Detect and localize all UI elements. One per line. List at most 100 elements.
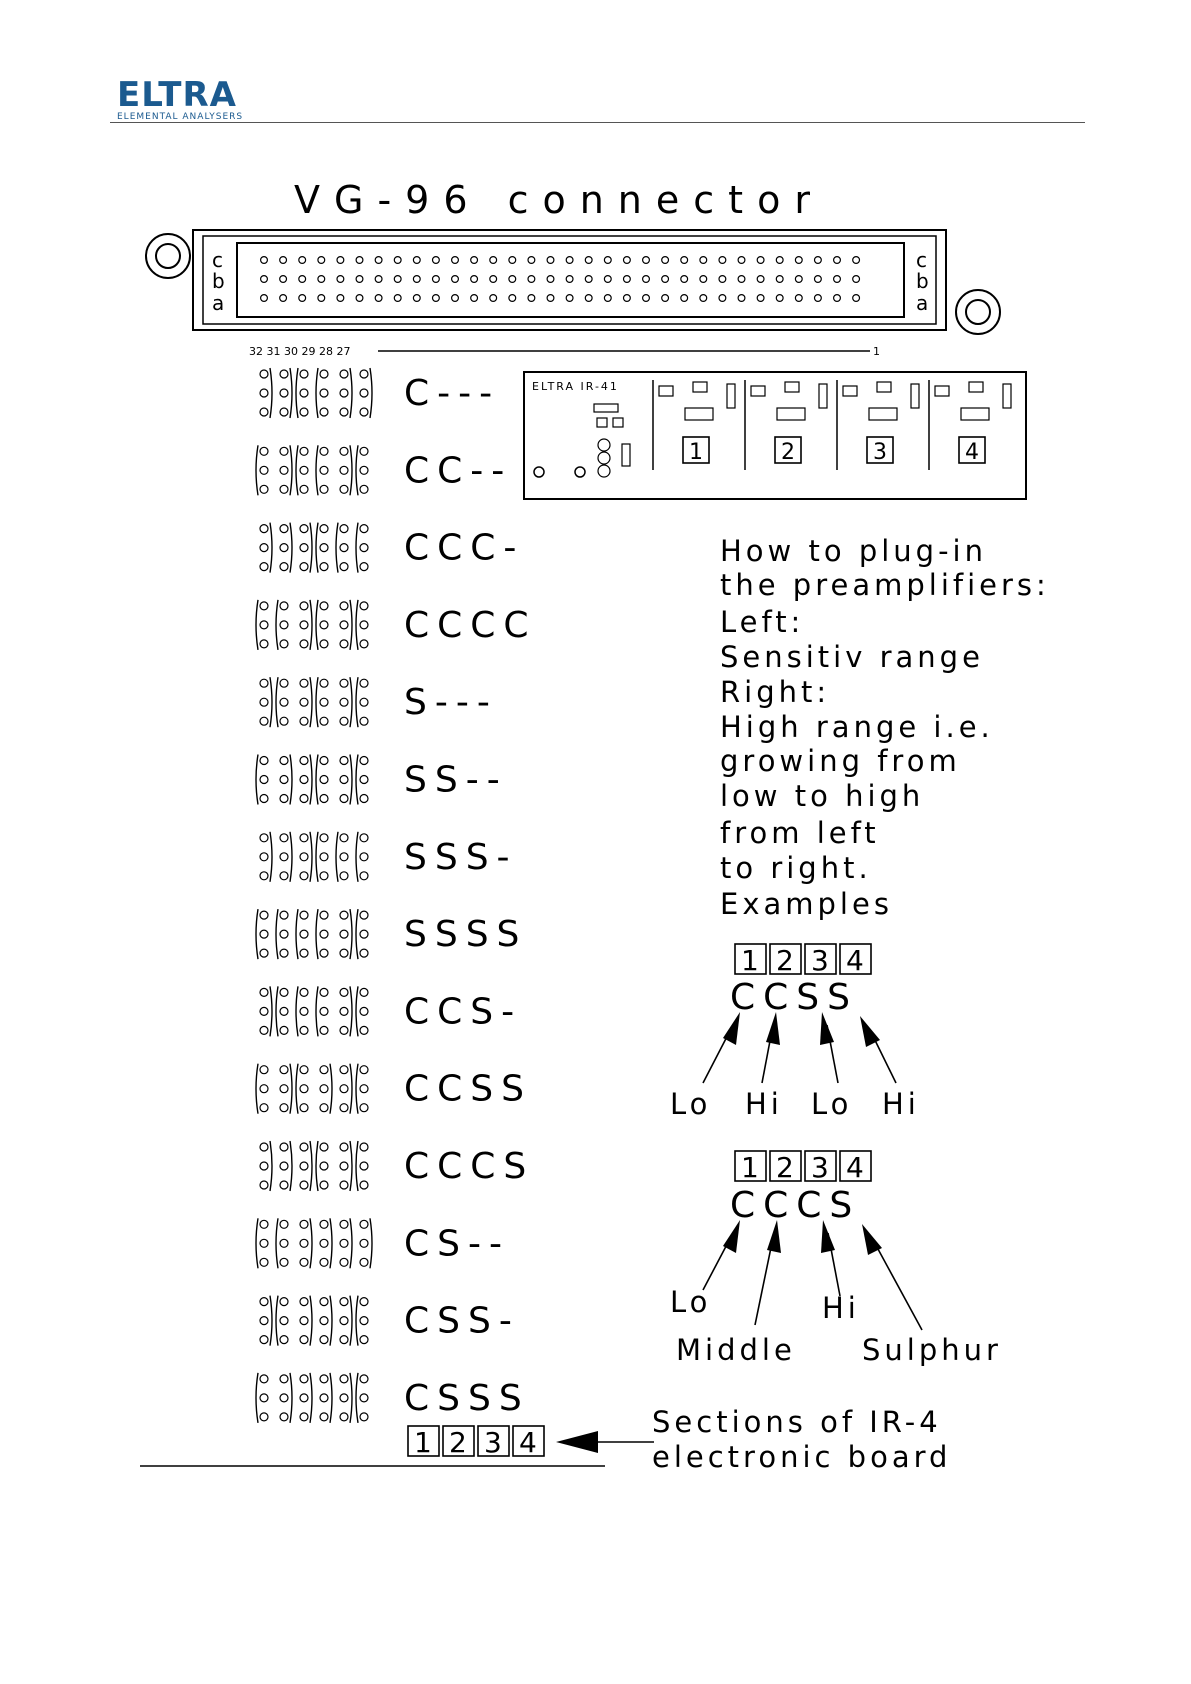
jumper-bridge [355,831,359,882]
jumper-bridge [255,908,259,960]
connector-pin [546,256,555,265]
jumper-pin [259,1142,269,1152]
jumper-pin [299,542,309,553]
board-component [960,407,990,421]
jumper-pin [259,1296,269,1307]
configuration-code: CCCC [404,605,537,646]
configuration-row: SS-- [255,754,500,805]
row-label-left-a: a [212,291,224,315]
connector-pin [355,275,364,284]
section-box [442,1425,475,1457]
example-1-code: CCSS [730,977,858,1018]
connector-pin [374,256,383,265]
jumper-bridge [255,599,259,651]
jumper-pin [319,1238,329,1248]
connector-pin [470,294,479,303]
jumper-pin [359,1161,369,1171]
jumper-bridge [335,522,339,573]
jumper-pin [279,1257,289,1267]
jumper-pin [299,1219,309,1229]
configuration-row: CSSS [255,1372,522,1424]
connector-pin [508,275,517,284]
jumper-bridge [349,1372,353,1424]
row-label-left-b: b [212,269,225,293]
board-section-box [958,436,986,464]
jumper-pin [359,793,369,804]
jumper-pin [259,388,269,398]
example-2-label-hi: Hi [822,1291,860,1325]
connector-pin [412,294,421,303]
connector-pin [680,294,689,303]
connector-pin [737,294,746,303]
instruction-line: growing from [720,744,961,778]
jumper-pin [259,1374,269,1384]
footer-caption-line-1: Sections of IR-4 [652,1405,942,1439]
connector-pin [699,294,708,303]
jumper-pin [319,1296,329,1307]
jumper-pin [319,774,329,785]
jumper-pin [319,1065,329,1075]
jumper-pin [319,852,329,862]
jumper-pin [339,948,349,958]
jumper-bridge [315,986,319,1037]
board-component [684,407,714,421]
connector-pin [813,256,822,265]
jumper-pin [279,852,289,862]
jumper-pin [319,542,329,553]
jumper-pin [259,1257,269,1267]
connector-pin [298,275,307,284]
jumper-pin [339,852,349,862]
connector-pin [279,294,288,303]
jumper-pin [339,833,349,843]
jumper-bridge [355,677,359,728]
jumper-pin [319,446,329,456]
jumper-pin [319,561,329,572]
jumper-pin [319,1180,329,1190]
connector-pin [336,275,345,284]
connector-pin [374,275,383,284]
jumper-bridge [289,1372,293,1424]
jumper-pin [279,793,289,804]
jumper-pin [359,1393,369,1403]
jumper-bridge [309,599,313,651]
connector-pin [431,294,440,303]
jumper-pin [279,484,289,494]
jumper-pin [279,1084,289,1094]
connector-pin [641,275,650,284]
jumper-pin [299,716,309,726]
jumper-pin [299,1103,309,1113]
jumper-pin [339,1412,349,1422]
jumper-pin [339,561,349,572]
connector-pin [775,294,784,303]
jumper-pin [259,1412,269,1422]
jumper-pin [299,871,309,881]
jumper-pin [299,601,309,611]
configuration-row: CCCC [255,599,537,651]
jumper-bridge [315,522,319,573]
jumper-pin [339,465,349,475]
connector-pin [641,294,650,303]
jumper-bridge [315,599,319,651]
section-number: 1 [741,944,759,977]
jumper-bridge [269,1140,273,1192]
jumper-pin [279,601,289,611]
jumper-bridge [349,1140,353,1192]
jumper-bridge [355,1372,359,1424]
jumper-pin [319,948,329,958]
jumper-pin [359,852,369,862]
section-number: 2 [776,944,794,977]
jumper-pin [259,716,269,726]
connector-pin [737,256,746,265]
jumper-pin [339,697,349,707]
jumper-pin [339,1006,349,1017]
jumper-pin [279,1065,289,1075]
section-number: 3 [811,944,829,977]
instruction-line: from left [720,816,880,850]
jumper-pin [339,1257,349,1267]
connector-pin [680,256,689,265]
jumper-pin [339,1374,349,1384]
jumper-pin [319,1334,329,1345]
